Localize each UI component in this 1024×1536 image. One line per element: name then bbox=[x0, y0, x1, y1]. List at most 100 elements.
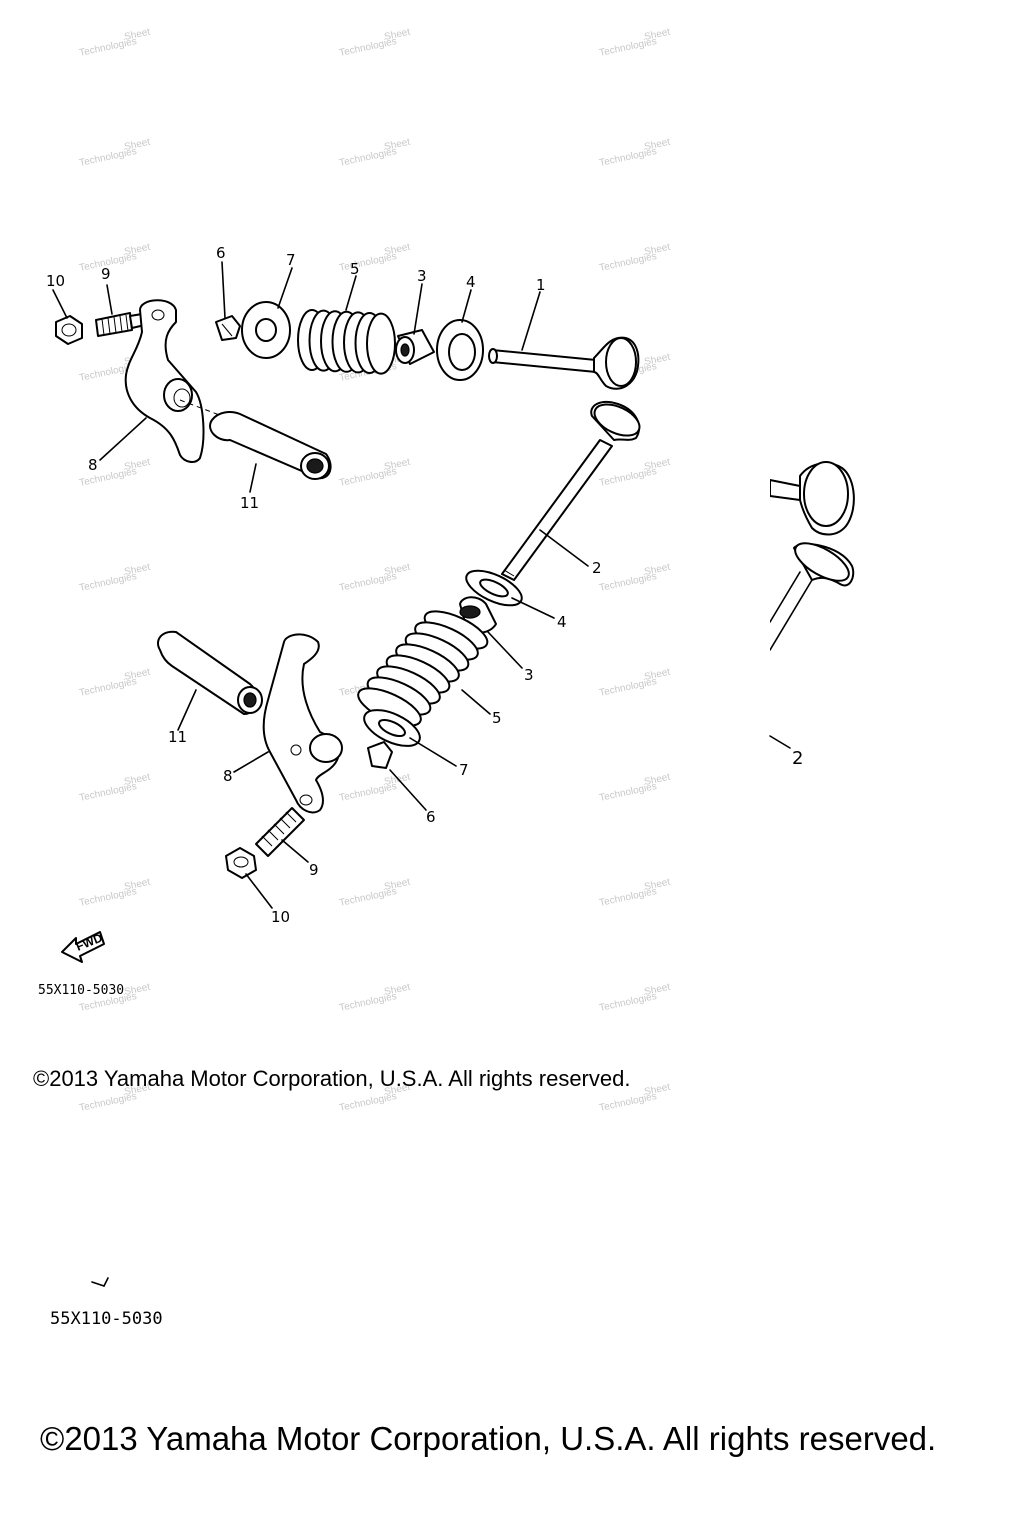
detail-crop-right bbox=[740, 450, 855, 680]
callout-5-bottom: 5 bbox=[492, 709, 502, 727]
watermark-text: Technologies bbox=[598, 466, 657, 489]
watermark-text: Technologies bbox=[598, 781, 657, 804]
watermark-text: Technologies bbox=[338, 251, 397, 274]
callout-8-top: 8 bbox=[88, 456, 98, 474]
watermark-text: Sheet bbox=[123, 457, 151, 473]
watermark-text: Sheet bbox=[383, 982, 411, 998]
watermark-text: Technologies bbox=[598, 1091, 657, 1114]
watermark-text: Sheet bbox=[383, 877, 411, 893]
callout-11-top: 11 bbox=[240, 494, 259, 512]
part-retainer-bottom bbox=[363, 709, 421, 747]
part-spring-seat-bottom bbox=[465, 569, 523, 607]
watermark-text: Sheet bbox=[643, 877, 671, 893]
watermark-text: Technologies bbox=[78, 886, 137, 909]
watermark-text: Sheet bbox=[123, 982, 151, 998]
watermark-text: Sheet bbox=[643, 27, 671, 43]
part-cotter-bottom bbox=[367, 741, 393, 769]
callout-8-bottom: 8 bbox=[223, 767, 233, 785]
watermark-text: Technologies bbox=[338, 466, 397, 489]
callout-3-top: 3 bbox=[417, 267, 427, 285]
callout-4-bottom: 4 bbox=[557, 613, 567, 631]
callout-7-top: 7 bbox=[286, 251, 296, 269]
watermark-text: Technologies bbox=[338, 886, 397, 909]
copyright-large: ©2013 Yamaha Motor Corporation, U.S.A. A… bbox=[40, 1420, 936, 1457]
watermark-text: Technologies bbox=[598, 146, 657, 169]
watermark-text: Technologies bbox=[598, 991, 657, 1014]
diagram-code-large: 55X110-5030 bbox=[50, 1309, 163, 1329]
watermark-text: Sheet bbox=[643, 1082, 671, 1098]
callout-10-top: 10 bbox=[46, 272, 65, 290]
watermark-text: Technologies bbox=[598, 571, 657, 594]
part-nut-top bbox=[55, 315, 83, 345]
watermark-text: Technologies bbox=[338, 146, 397, 169]
watermark-text: Sheet bbox=[123, 242, 151, 258]
callout-4-top: 4 bbox=[466, 273, 476, 291]
callout-11-bottom: 11 bbox=[168, 728, 187, 746]
watermark-text: Sheet bbox=[123, 1082, 151, 1098]
watermark-text: Technologies bbox=[598, 886, 657, 909]
watermark-text: Sheet bbox=[383, 27, 411, 43]
watermark-text: Technologies bbox=[598, 676, 657, 699]
watermark-text: Sheet bbox=[123, 877, 151, 893]
part-intake-valve bbox=[488, 336, 640, 390]
watermark-text: Technologies bbox=[338, 571, 397, 594]
watermark-text: Technologies bbox=[78, 571, 137, 594]
callouts-bottom: 2 4 3 5 7 6 11 8 9 10 bbox=[168, 559, 602, 926]
callout-1-top: 1 bbox=[536, 276, 546, 294]
callout-6-top: 6 bbox=[216, 244, 226, 262]
watermark-text: Sheet bbox=[643, 667, 671, 683]
watermark-text: Technologies bbox=[338, 36, 397, 59]
watermark-text: Technologies bbox=[78, 676, 137, 699]
watermark-text: Sheet bbox=[643, 352, 671, 368]
callout-2-center: 2 bbox=[592, 559, 602, 577]
fwd-arrow-icon: FWD bbox=[61, 930, 105, 963]
watermark-text: Technologies bbox=[338, 1091, 397, 1114]
part-rocker-arm-top bbox=[124, 299, 205, 463]
callouts-top: 10 9 6 7 5 3 4 1 8 11 bbox=[46, 244, 546, 512]
part-spring-bottom bbox=[357, 610, 489, 727]
watermark-text: Sheet bbox=[643, 137, 671, 153]
diagram-code-small: 55X110-5030 bbox=[38, 983, 124, 998]
watermark-text: Sheet bbox=[383, 242, 411, 258]
watermark-text: Sheet bbox=[123, 667, 151, 683]
watermark-layer: SheetTechnologiesSheetTechnologiesSheetT… bbox=[78, 27, 671, 1114]
part-rocker-shaft-top bbox=[179, 399, 332, 480]
watermark-text: Technologies bbox=[598, 36, 657, 59]
watermark-text: Sheet bbox=[123, 562, 151, 578]
watermark-text: Technologies bbox=[338, 991, 397, 1014]
watermark-text: Sheet bbox=[643, 562, 671, 578]
callout-7-bottom: 7 bbox=[459, 761, 469, 779]
watermark-text: Sheet bbox=[643, 982, 671, 998]
watermark-text: Sheet bbox=[383, 562, 411, 578]
watermark-text: Technologies bbox=[78, 1091, 137, 1114]
watermark-text: Sheet bbox=[643, 772, 671, 788]
watermark-text: Sheet bbox=[643, 457, 671, 473]
callout-2-right: 2 bbox=[792, 748, 803, 769]
watermark-text: Technologies bbox=[598, 251, 657, 274]
callout-3-bottom: 3 bbox=[524, 666, 534, 684]
leader-lines bbox=[52, 261, 791, 1287]
watermark-text: Sheet bbox=[643, 242, 671, 258]
watermark-text: Sheet bbox=[383, 772, 411, 788]
part-rocker-shaft-bottom bbox=[157, 630, 263, 715]
watermark-text: Sheet bbox=[383, 457, 411, 473]
part-nut-bottom bbox=[225, 847, 257, 879]
watermark-text: Technologies bbox=[78, 146, 137, 169]
watermark-text: Sheet bbox=[123, 137, 151, 153]
part-exhaust-valve bbox=[501, 400, 641, 581]
part-cotter-top bbox=[215, 315, 241, 341]
watermark-text: Sheet bbox=[383, 137, 411, 153]
copyright-small: ©2013 Yamaha Motor Corporation, U.S.A. A… bbox=[33, 1066, 630, 1091]
part-rocker-arm-bottom bbox=[262, 633, 343, 814]
part-spring-seat-top bbox=[436, 319, 484, 381]
watermark-text: Technologies bbox=[78, 781, 137, 804]
watermark-text: Sheet bbox=[123, 27, 151, 43]
spring-coil bbox=[366, 312, 396, 375]
callout-9-top: 9 bbox=[101, 265, 111, 283]
watermark-text: Sheet bbox=[123, 772, 151, 788]
callout-9-bottom: 9 bbox=[309, 861, 319, 879]
callout-5-top: 5 bbox=[350, 260, 360, 278]
callout-10-bottom: 10 bbox=[271, 908, 290, 926]
part-seal-top bbox=[395, 329, 435, 365]
